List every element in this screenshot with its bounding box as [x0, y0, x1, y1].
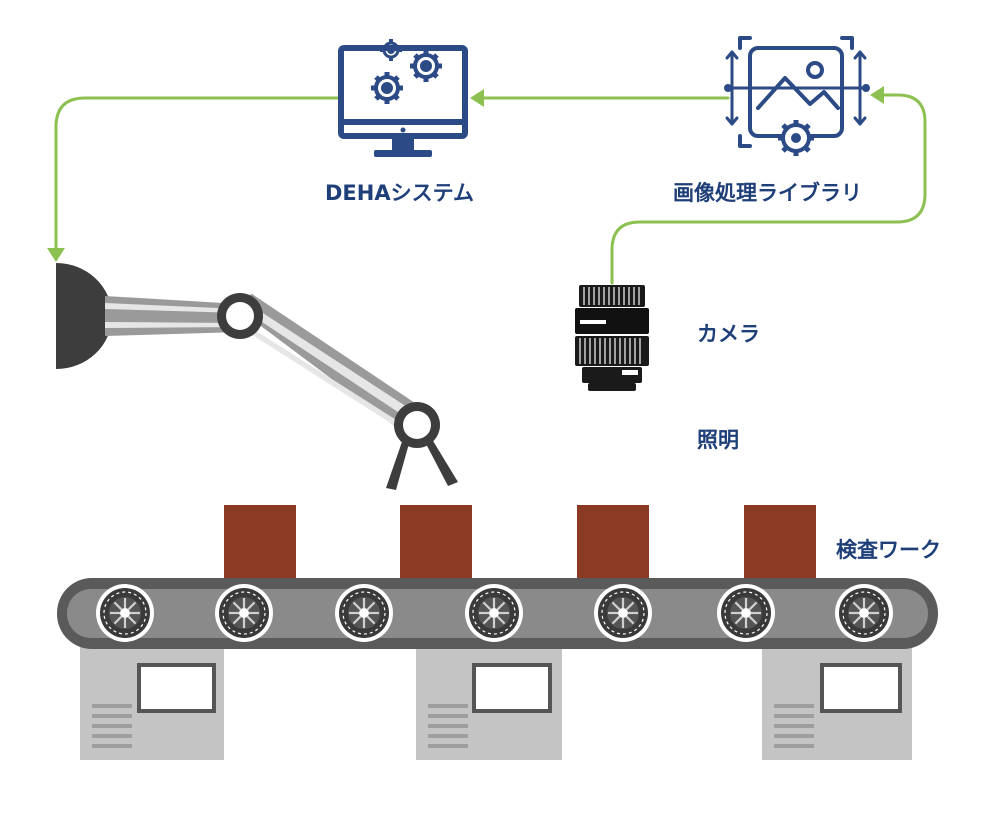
roller-wheel-icon [835, 584, 893, 642]
gear-icon [778, 120, 814, 156]
machine-bodies [80, 640, 912, 760]
arrow-head-robot [47, 248, 65, 262]
robot-base [56, 263, 112, 369]
roller-wheel-icon [96, 584, 154, 642]
lighting-label: 照明 [697, 428, 739, 452]
system-label: DEHAシステム [325, 181, 474, 205]
camera-lens-icon [575, 285, 649, 391]
work-piece [744, 505, 816, 578]
conveyor-rollers [96, 584, 893, 642]
machine-body [416, 640, 562, 760]
arrow-heads [47, 86, 884, 262]
image-processing-icon [724, 36, 870, 156]
work-piece [400, 505, 472, 578]
roller-wheel-icon [465, 584, 523, 642]
robot-gripper [386, 436, 458, 490]
gear-icon [380, 39, 402, 61]
machine-body [80, 640, 224, 760]
roller-wheel-icon [335, 584, 393, 642]
work-pieces [224, 505, 816, 578]
conveyor-icon [57, 578, 938, 649]
robot-upper-arm [105, 296, 240, 336]
roller-wheel-icon [215, 584, 273, 642]
gear-icon [371, 72, 403, 104]
flow-arrows [54, 93, 927, 285]
monitor-gears-icon [338, 39, 468, 157]
gear-icon [410, 50, 442, 82]
arrow-system-to-robot [54, 96, 340, 250]
work-piece [224, 505, 296, 578]
inspection-work-label: 検査ワーク [836, 538, 941, 562]
robot-arm-icon [56, 263, 458, 490]
arrow-camera-to-library [610, 93, 927, 285]
machine-body [762, 640, 912, 760]
camera-label: カメラ [697, 322, 760, 346]
image-library-label: 画像処理ライブラリ [673, 181, 862, 205]
robot-forearm [230, 294, 430, 436]
arrow-head-system [470, 89, 484, 107]
roller-wheel-icon [717, 584, 775, 642]
work-piece [577, 505, 649, 578]
arrow-head-library [870, 86, 884, 104]
roller-wheel-icon [594, 584, 652, 642]
